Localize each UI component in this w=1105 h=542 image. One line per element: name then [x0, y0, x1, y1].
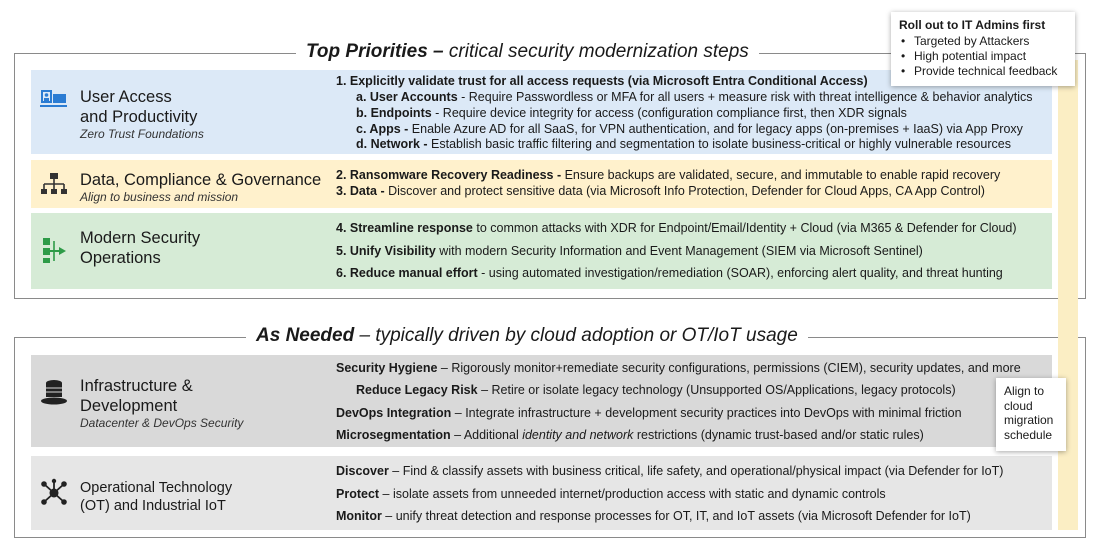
cloud-callout-line: Align to [1004, 384, 1045, 398]
line-bold: 2. Ransomware Recovery Readiness - [336, 168, 562, 182]
rollout-callout: Roll out to IT Admins first Targeted by … [891, 12, 1075, 86]
line-text: – unify threat detection and response pr… [381, 509, 971, 523]
infrastructure-band: Infrastructure & Development Datacenter … [31, 355, 1052, 447]
user-access-line-d: d. Network - Establish basic traffic fil… [356, 136, 1011, 152]
infrastructure-title: Infrastructure & Development Datacenter … [80, 376, 243, 431]
data-compliance-subtitle: Align to business and mission [80, 190, 239, 204]
top-priorities-title-bold: Top Priorities – [306, 41, 444, 62]
rollout-callout-title: Roll out to IT Admins first [899, 18, 1046, 32]
ot-line-monitor: Monitor – unify threat detection and res… [336, 508, 971, 524]
line-bold: Protect [336, 487, 380, 501]
line-text: Enable Azure AD for all SaaS, for VPN au… [408, 122, 1023, 136]
line-italic: identity and network [522, 428, 634, 442]
cloud-callout-line: schedule [1004, 427, 1053, 442]
user-access-subtitle: Zero Trust Foundations [80, 127, 204, 141]
as-needed-title-rest: – typically driven by cloud adoption or … [359, 325, 798, 346]
security-ops-band: Modern Security Operations [31, 213, 1052, 289]
infrastructure-title-line1: Infrastructure & [80, 377, 193, 395]
line-text: – Retire or isolate legacy technology (U… [477, 383, 956, 397]
ot-iot-title-line1: Operational Technology [80, 480, 233, 496]
infrastructure-title-line2: Development [80, 397, 178, 415]
line-bold: 1. Explicitly validate trust for all acc… [336, 74, 868, 88]
security-ops-title: Modern Security Operations [80, 228, 200, 268]
user-access-icon [40, 90, 67, 107]
top-priorities-title: Top Priorities – critical security moder… [296, 41, 759, 63]
hierarchy-icon [41, 173, 67, 194]
as-needed-title-bold: As Needed [256, 325, 355, 346]
infra-line-hygiene: Security Hygiene – Rigorously monitor+re… [336, 360, 1021, 376]
infra-line-microseg: Microsegmentation – Additional identity … [336, 427, 924, 443]
as-needed-title: As Needed – typically driven by cloud ad… [246, 325, 808, 347]
line-bold: d. Network - [356, 137, 428, 151]
user-access-title: User Access and Productivity Zero Trust … [80, 87, 204, 142]
line-bold: 3. Data - [336, 184, 385, 198]
line-bold: 6. Reduce manual effort [336, 266, 478, 280]
ot-iot-band: Operational Technology (OT) and Industri… [31, 456, 1052, 530]
line-bold: Monitor [336, 509, 382, 523]
ot-line-discover: Discover – Find & classify assets with b… [336, 463, 1003, 479]
server-icon [41, 380, 67, 405]
data-compliance-line-2: 2. Ransomware Recovery Readiness - Ensur… [336, 167, 1000, 183]
ot-iot-title-line2: (OT) and Industrial IoT [80, 498, 226, 514]
security-ops-line-6: 6. Reduce manual effort - using automate… [336, 265, 1003, 281]
line-bold: a. User Accounts [356, 90, 458, 104]
infra-line-devops: DevOps Integration – Integrate infrastru… [336, 405, 962, 421]
security-ops-icon [43, 238, 66, 263]
user-access-line-c: c. Apps - Enable Azure AD for all SaaS, … [356, 121, 1023, 137]
line-text: - Require Passwordless or MFA for all us… [457, 90, 1033, 104]
line-bold: Discover [336, 464, 389, 478]
user-access-band: User Access and Productivity Zero Trust … [31, 70, 1052, 154]
line-text: – Rigorously monitor+remediate security … [437, 361, 1021, 375]
line-bold: Reduce Legacy Risk [356, 383, 478, 397]
line-text: Ensure backups are validated, secure, an… [561, 168, 1001, 182]
line-bold: Microsegmentation [336, 428, 451, 442]
rollout-callout-item: High potential impact [899, 49, 1067, 64]
user-access-line-1: 1. Explicitly validate trust for all acc… [336, 73, 868, 89]
data-compliance-band: Data, Compliance & Governance Align to b… [31, 160, 1052, 208]
line-text: – Integrate infrastructure + development… [451, 406, 962, 420]
security-ops-line-4: 4. Streamline response to common attacks… [336, 220, 1017, 236]
user-access-title-line2: and Productivity [80, 108, 198, 126]
line-text: - using automated investigation/remediat… [477, 266, 1003, 280]
line-text: Discover and protect sensitive data (via… [384, 184, 985, 198]
data-compliance-title: Data, Compliance & Governance Align to b… [80, 170, 321, 205]
security-ops-title-line2: Operations [80, 249, 161, 267]
line-text: restrictions (dynamic trust-based and/or… [633, 428, 924, 442]
cloud-callout-line: cloud [1004, 398, 1033, 413]
cloud-callout-line: migration [1004, 413, 1054, 427]
cloud-migration-callout: Align to cloud migration schedule [996, 378, 1066, 451]
line-text: – Find & classify assets with business c… [388, 464, 1004, 478]
line-bold: b. Endpoints [356, 106, 432, 120]
top-priorities-title-rest: critical security modernization steps [448, 41, 749, 62]
security-ops-line-5: 5. Unify Visibility with modern Security… [336, 243, 923, 259]
user-access-title-line1: User Access [80, 88, 172, 106]
user-access-line-a: a. User Accounts - Require Passwordless … [356, 89, 1033, 105]
rollout-callout-item: Targeted by Attackers [899, 34, 1067, 49]
data-compliance-line-3: 3. Data - Discover and protect sensitive… [336, 183, 985, 199]
user-access-line-b: b. Endpoints - Require device integrity … [356, 105, 907, 121]
line-text: to common attacks with XDR for Endpoint/… [472, 221, 1017, 235]
line-bold: DevOps Integration [336, 406, 452, 420]
ot-iot-title: Operational Technology (OT) and Industri… [80, 479, 232, 515]
iot-network-icon [41, 478, 67, 505]
infrastructure-subtitle: Datacenter & DevOps Security [80, 416, 244, 430]
line-text: – isolate assets from unneeded internet/… [379, 487, 886, 501]
data-compliance-title-text: Data, Compliance & Governance [80, 171, 322, 189]
side-rollout-bar [1058, 60, 1078, 530]
rollout-callout-list: Targeted by Attackers High potential imp… [899, 34, 1067, 79]
line-text: - Require device integrity for access (c… [431, 106, 907, 120]
line-bold: c. Apps - [356, 122, 409, 136]
rollout-callout-item: Provide technical feedback [899, 64, 1067, 79]
infra-line-legacy: Reduce Legacy Risk – Retire or isolate l… [356, 382, 956, 398]
line-bold: 5. Unify Visibility [336, 244, 436, 258]
line-text: with modern Security Information and Eve… [435, 244, 923, 258]
ot-line-protect: Protect – isolate assets from unneeded i… [336, 486, 886, 502]
line-bold: Security Hygiene [336, 361, 438, 375]
line-text: Establish basic traffic filtering and se… [427, 137, 1011, 151]
line-bold: 4. Streamline response [336, 221, 473, 235]
security-ops-title-line1: Modern Security [80, 229, 201, 247]
line-text: – Additional [450, 428, 523, 442]
